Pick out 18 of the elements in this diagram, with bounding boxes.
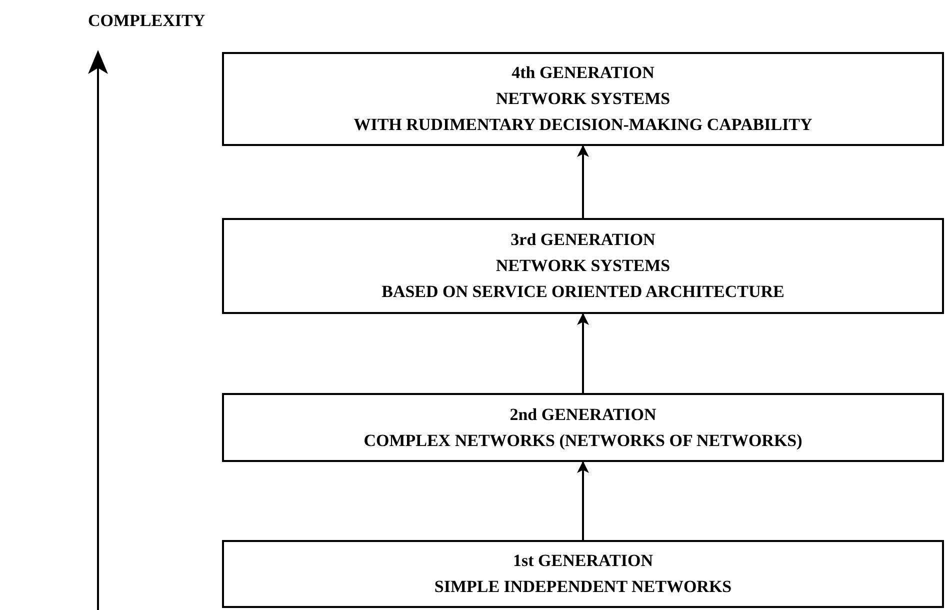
box-text: SIMPLE INDEPENDENT NETWORKS [434,576,732,598]
generation-box [222,218,944,314]
arrow [577,313,589,393]
box-text: COMPLEX NETWORKS (NETWORKS OF NETWORKS) [364,430,802,452]
box-text: NETWORK SYSTEMS [496,255,670,277]
box-heading: 4th GENERATION [512,62,654,84]
generation-box [222,52,944,146]
box-text: WITH RUDIMENTARY DECISION-MAKING CAPABILITY [354,114,812,136]
generation-box [222,393,944,462]
arrow [577,461,589,540]
axis-label: COMPLEXITY [88,12,206,29]
box-heading: 1st GENERATION [513,550,653,572]
box-heading: 3rd GENERATION [510,229,656,251]
box-text: BASED ON SERVICE ORIENTED ARCHITECTURE [382,281,784,303]
generation-box [222,540,944,608]
arrow [577,145,589,218]
box-text: NETWORK SYSTEMS [496,88,670,110]
box-heading: 2nd GENERATION [510,404,656,426]
